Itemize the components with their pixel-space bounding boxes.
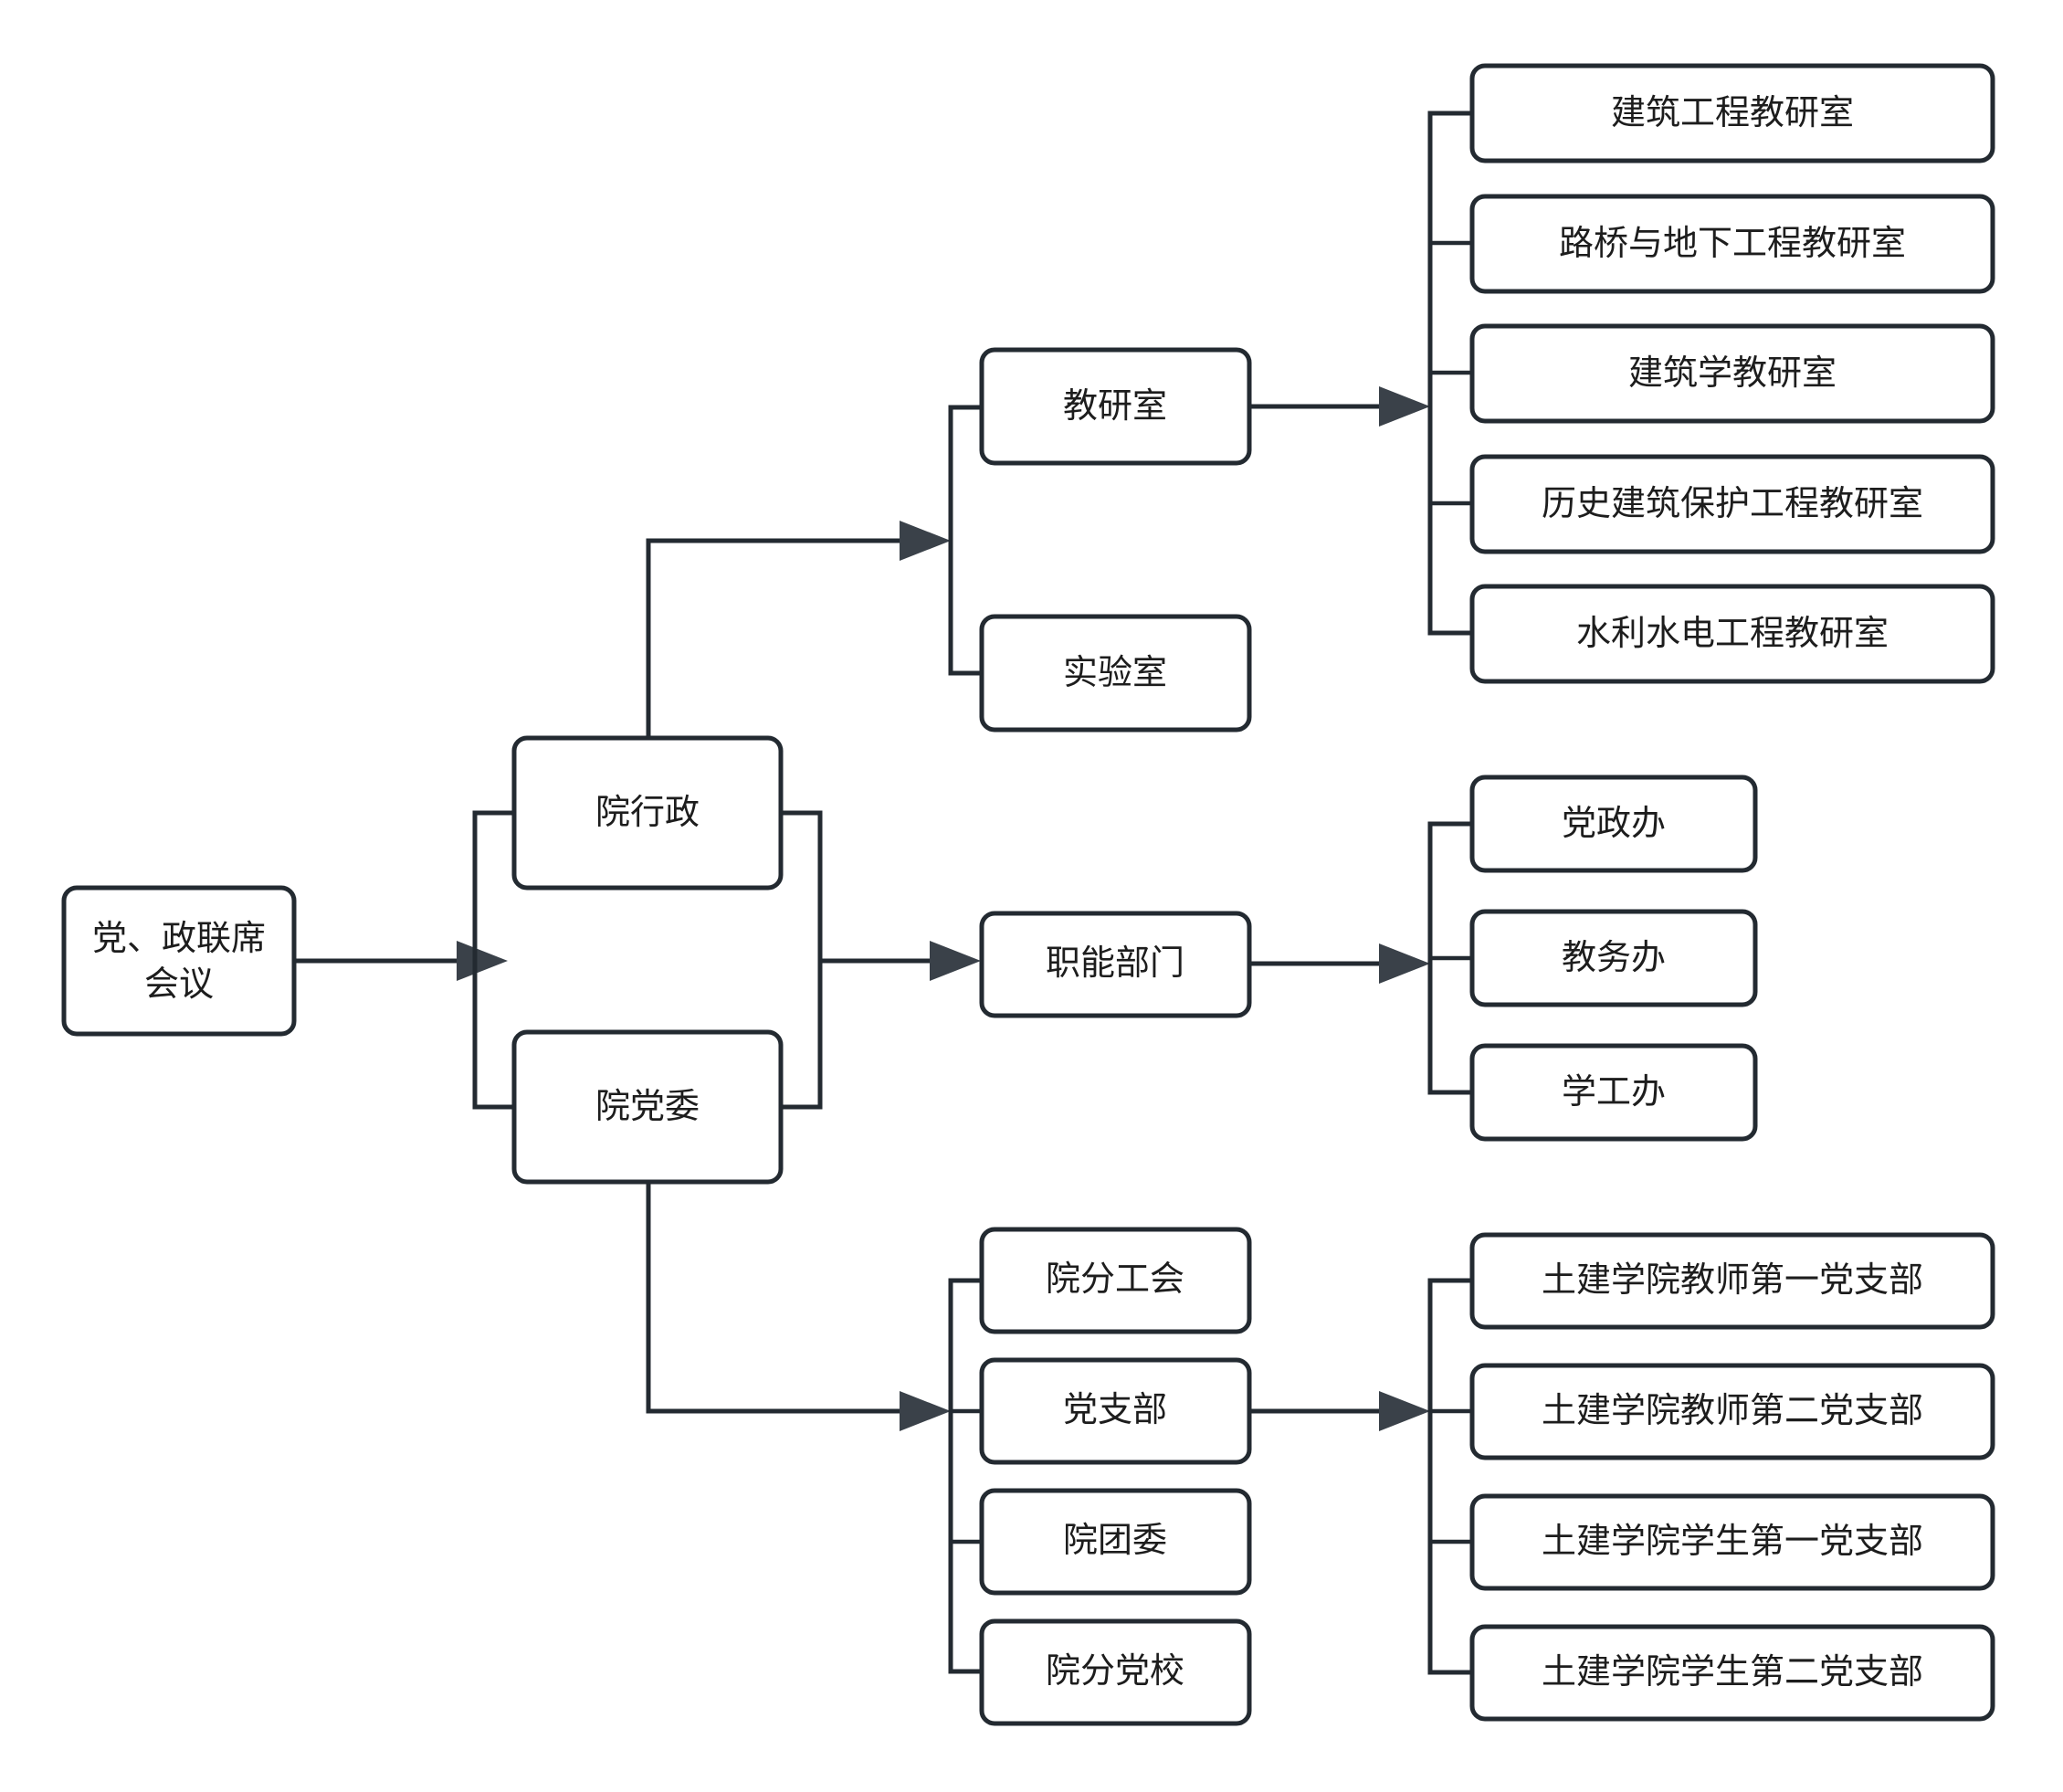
node-teaching-room-4[interactable]: 历史建筑保护工程教研室 [1469, 454, 1995, 554]
node-party-branch-2-box[interactable] [1469, 1363, 1995, 1460]
node-yuanfendangxiao[interactable]: 院分党校 [979, 1618, 1252, 1726]
node-root-label-line2: 会议 [144, 965, 214, 1004]
arrowhead-root-to-level2 [457, 941, 508, 981]
arrowhead-admin-to-teaching [900, 521, 951, 561]
node-teaching-room-5[interactable]: 水利水电工程教研室 [1469, 584, 1995, 684]
node-dangzhibu[interactable]: 党支部 [979, 1357, 1252, 1465]
link-level2-right-bracket [781, 810, 823, 1110]
node-party-branch-3[interactable]: 土建学院学生第一党支部 [1469, 1493, 1995, 1591]
node-root-box[interactable] [61, 885, 297, 1037]
node-party-branch-1-label: 土建学院教师第一党支部 [1542, 1261, 1923, 1300]
arrowhead-branch-to-party-branches [1379, 1391, 1430, 1431]
link-admin-to-teaching-bracket [646, 538, 900, 738]
node-zhinengbumen-box[interactable] [979, 911, 1252, 1018]
node-root-label-line1: 党、政联席 [92, 920, 266, 958]
node-yuantuanwei-box[interactable] [979, 1488, 1252, 1596]
node-teaching-room-2[interactable]: 路桥与地下工程教研室 [1469, 194, 1995, 294]
node-jiaoyanshi[interactable]: 教研室 [979, 347, 1252, 466]
node-office-2-label: 教务办 [1562, 939, 1666, 977]
node-party-branch-4-box[interactable] [1469, 1624, 1995, 1722]
node-teaching-room-4-box[interactable] [1469, 454, 1995, 554]
node-teaching-room-1-label: 建筑工程教研室 [1611, 94, 1854, 132]
node-shiyanshi[interactable]: 实验室 [979, 614, 1252, 733]
node-zhinengbumen-label: 职能部门 [1046, 944, 1184, 983]
link-party-children-bracket [948, 1278, 982, 1674]
arrowhead-party-to-children [900, 1391, 951, 1431]
node-party-branch-4-label: 土建学院学生第二党支部 [1542, 1653, 1923, 1692]
node-teaching-room-3-box[interactable] [1469, 323, 1995, 424]
node-yuanxingzheng-box[interactable] [511, 735, 784, 891]
node-teaching-room-2-box[interactable] [1469, 194, 1995, 294]
arrowhead-teaching-to-rooms [1379, 386, 1430, 427]
node-teaching-room-3[interactable]: 建筑学教研室 [1469, 323, 1995, 424]
node-yuanfengonghui-box[interactable] [979, 1227, 1252, 1334]
arrowhead-function-to-offices [1379, 943, 1430, 984]
node-shiyanshi-box[interactable] [979, 614, 1252, 733]
node-dangzhibu-box[interactable] [979, 1357, 1252, 1465]
node-yuantuanwei-label: 院团委 [1063, 1522, 1167, 1560]
node-yuanfengonghui[interactable]: 院分工会 [979, 1227, 1252, 1334]
connectors-layer [294, 111, 1472, 1675]
node-jiaoyanshi-box[interactable] [979, 347, 1252, 466]
node-office-2-box[interactable] [1469, 909, 1758, 1007]
node-yuanfengonghui-label: 院分工会 [1046, 1260, 1184, 1299]
node-office-1[interactable]: 党政办 [1469, 775, 1758, 873]
node-teaching-room-2-label: 路桥与地下工程教研室 [1559, 225, 1906, 263]
node-office-3[interactable]: 学工办 [1469, 1043, 1758, 1142]
link-party-branches-bracket [1427, 1278, 1472, 1675]
node-office-3-label: 学工办 [1562, 1073, 1666, 1112]
node-yuandangwei[interactable]: 院党委 [511, 1029, 784, 1185]
node-party-branch-2[interactable]: 土建学院教师第二党支部 [1469, 1363, 1995, 1460]
node-dangzhibu-label: 党支部 [1063, 1391, 1167, 1429]
node-yuandangwei-label: 院党委 [595, 1088, 700, 1126]
node-yuanxingzheng[interactable]: 院行政 [511, 735, 784, 891]
node-yuandangwei-box[interactable] [511, 1029, 784, 1185]
node-teaching-room-1[interactable]: 建筑工程教研室 [1469, 63, 1995, 163]
link-level2-left-bracket [472, 810, 514, 1110]
node-shiyanshi-label: 实验室 [1063, 654, 1167, 692]
node-office-3-box[interactable] [1469, 1043, 1758, 1142]
node-yuanxingzheng-label: 院行政 [595, 794, 700, 832]
node-teaching-room-5-label: 水利水电工程教研室 [1576, 615, 1889, 653]
node-party-branch-4[interactable]: 土建学院学生第二党支部 [1469, 1624, 1995, 1722]
node-yuanfendangxiao-label: 院分党校 [1046, 1652, 1184, 1691]
link-teaching-lab-bracket [948, 405, 982, 676]
node-teaching-room-1-box[interactable] [1469, 63, 1995, 163]
node-office-1-label: 党政办 [1562, 805, 1666, 843]
node-party-branch-1-box[interactable] [1469, 1232, 1995, 1330]
node-zhinengbumen[interactable]: 职能部门 [979, 911, 1252, 1018]
link-party-to-children-bracket [646, 1181, 900, 1414]
arrowhead-level2-to-function [930, 941, 981, 981]
node-office-1-box[interactable] [1469, 775, 1758, 873]
node-party-branch-3-box[interactable] [1469, 1493, 1995, 1591]
node-office-2[interactable]: 教务办 [1469, 909, 1758, 1007]
node-teaching-room-4-label: 历史建筑保护工程教研室 [1542, 485, 1923, 523]
node-jiaoyanshi-label: 教研室 [1063, 387, 1167, 426]
node-root[interactable]: 党、政联席 会议 [61, 885, 297, 1037]
node-teaching-room-5-box[interactable] [1469, 584, 1995, 684]
node-party-branch-1[interactable]: 土建学院教师第一党支部 [1469, 1232, 1995, 1330]
node-yuanfendangxiao-box[interactable] [979, 1618, 1252, 1726]
node-party-branch-3-label: 土建学院学生第一党支部 [1542, 1523, 1923, 1561]
node-teaching-room-3-label: 建筑学教研室 [1628, 354, 1837, 393]
node-yuantuanwei[interactable]: 院团委 [979, 1488, 1252, 1596]
node-party-branch-2-label: 土建学院教师第二党支部 [1542, 1392, 1923, 1430]
